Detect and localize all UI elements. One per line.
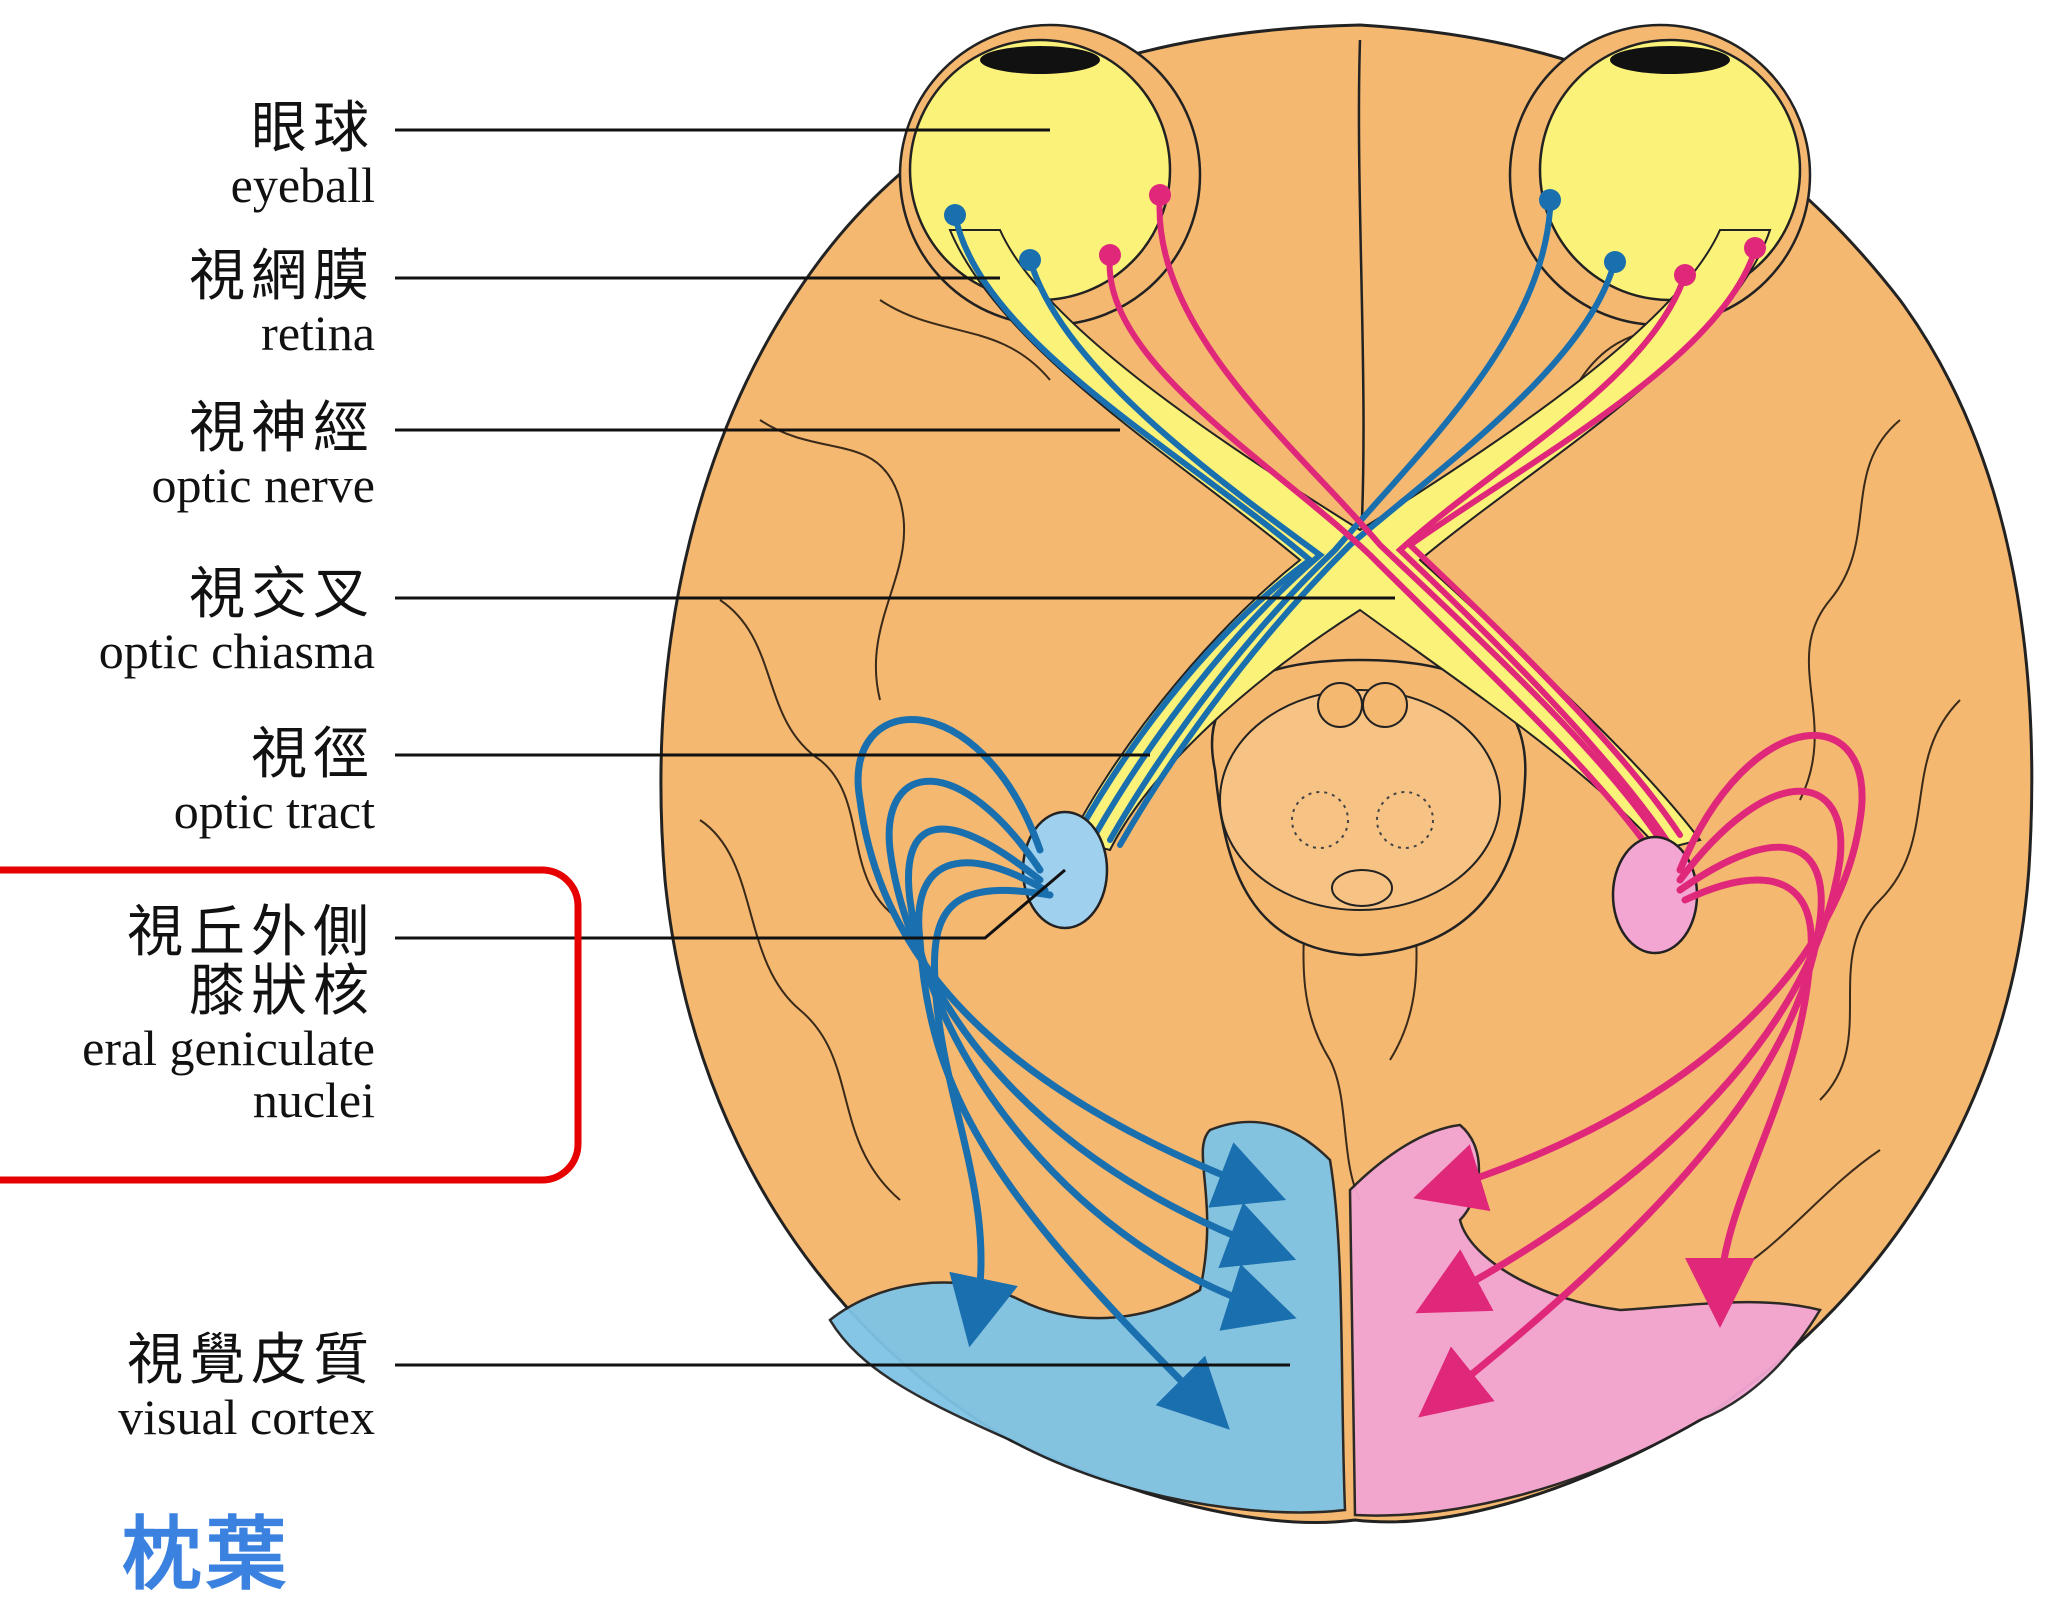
occipital-lobe-label: 枕葉 bbox=[122, 1490, 290, 1606]
left-eyeball bbox=[900, 25, 1200, 325]
eyeball-en: eyeball bbox=[231, 159, 375, 212]
label-lgn: 視丘外側 膝狀核 eral geniculate nuclei bbox=[82, 904, 375, 1127]
label-optic-chiasma: 視交叉 optic chiasma bbox=[99, 566, 375, 677]
eyeball-zh: 眼球 bbox=[231, 100, 375, 159]
label-optic-tract: 視徑 optic tract bbox=[174, 726, 375, 837]
lgn-zh-2: 膝狀核 bbox=[82, 963, 375, 1022]
lgn-en-1: eral geniculate bbox=[82, 1022, 375, 1075]
optic-chiasma-en: optic chiasma bbox=[99, 625, 375, 678]
lgn-en-2: nuclei bbox=[82, 1074, 375, 1127]
right-eyeball bbox=[1510, 25, 1810, 325]
optic-tract-zh: 視徑 bbox=[174, 726, 375, 785]
label-visual-cortex: 視覺皮質 visual cortex bbox=[118, 1332, 375, 1443]
optic-chiasma-zh: 視交叉 bbox=[99, 566, 375, 625]
retina-zh: 視網膜 bbox=[189, 248, 375, 307]
optic-nerve-zh: 視神經 bbox=[151, 400, 375, 459]
label-retina: 視網膜 retina bbox=[189, 248, 375, 359]
visual-cortex-en: visual cortex bbox=[118, 1391, 375, 1444]
visual-cortex-zh: 視覺皮質 bbox=[118, 1332, 375, 1391]
label-optic-nerve: 視神經 optic nerve bbox=[151, 400, 375, 511]
lgn-zh-1: 視丘外側 bbox=[82, 904, 375, 963]
label-eyeball: 眼球 eyeball bbox=[231, 100, 375, 211]
optic-tract-en: optic tract bbox=[174, 785, 375, 838]
retina-en: retina bbox=[189, 307, 375, 360]
optic-nerve-en: optic nerve bbox=[151, 459, 375, 512]
